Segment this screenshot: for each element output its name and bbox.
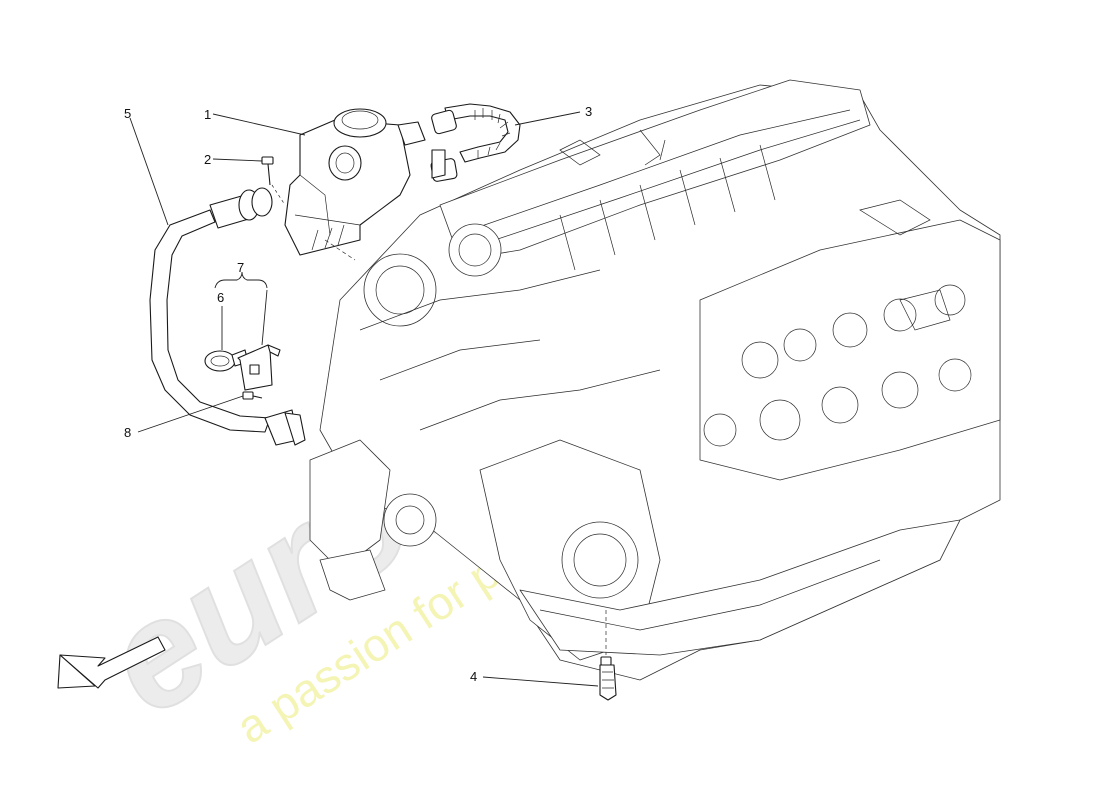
breather-hose (430, 103, 521, 182)
engine-block (309, 79, 1001, 681)
oil-separator-housing (284, 108, 426, 261)
bracket (237, 344, 281, 391)
callout-5: 5 (124, 106, 131, 121)
ventilation-hose (149, 187, 306, 446)
oil-sensor (599, 610, 617, 701)
callout-4: 4 (470, 669, 477, 684)
callouts: 1 2 3 4 5 6 7 8 (124, 104, 592, 684)
callout-2: 2 (204, 152, 211, 167)
leader-lines (129, 111, 599, 687)
callout-8: 8 (124, 425, 131, 440)
callout-6: 6 (217, 290, 224, 305)
callout-3: 3 (585, 104, 592, 119)
callout-1: 1 (204, 107, 211, 122)
mounting-screw (261, 156, 286, 206)
arrow-icon (57, 636, 166, 689)
callout-7: 7 (237, 260, 244, 275)
small-bolt (242, 391, 263, 400)
